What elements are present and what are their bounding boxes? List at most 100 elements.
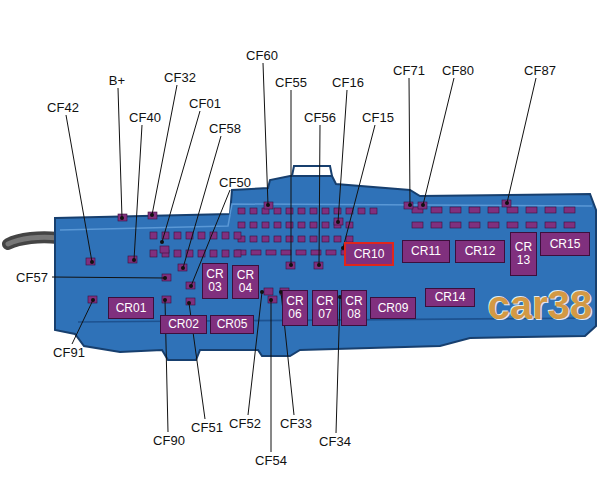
callout-label: CF87	[522, 63, 558, 78]
relay-box: CR14	[425, 288, 475, 307]
fuse-slot	[274, 208, 281, 214]
fuse-slot	[286, 222, 293, 228]
fuse-slot	[310, 208, 317, 214]
relay-label: CR12	[465, 245, 496, 258]
fuse-slot	[431, 222, 442, 228]
relay-box: CR15	[540, 232, 590, 256]
fuse-slot	[334, 236, 341, 242]
callout-label: CF32	[162, 70, 198, 85]
relay-label: CR 06	[283, 295, 307, 320]
callout-label: CF34	[317, 434, 353, 449]
callout-label: CF42	[45, 100, 81, 115]
fuse-slot	[358, 208, 365, 214]
fuse-slot	[274, 236, 281, 242]
callout-label: CF80	[440, 63, 476, 78]
relay-label: CR 04	[233, 269, 258, 294]
callout-label: CF90	[151, 433, 187, 448]
relay-box: CR05	[210, 315, 254, 334]
callout-label: CF58	[207, 121, 243, 136]
fuse-slot	[262, 222, 269, 228]
fuse-slot	[222, 250, 229, 257]
fuse-slot	[322, 208, 329, 214]
fuse-slot	[162, 274, 171, 281]
relay-label: CR09	[378, 302, 409, 315]
fuse-slot	[251, 250, 261, 255]
callout-label: CF40	[127, 110, 163, 125]
fuse-slot	[404, 202, 413, 209]
fuse-slot	[286, 236, 293, 242]
fuse-slot	[150, 250, 157, 257]
fuse-slot	[526, 207, 537, 213]
relay-label: CR14	[435, 291, 466, 304]
fuse-slot	[502, 200, 511, 207]
fuse-slot	[274, 222, 281, 228]
fuse-slot	[262, 236, 269, 242]
relay-label: CR05	[217, 318, 248, 331]
fuse-slot	[564, 222, 575, 228]
fuse-slot	[178, 264, 187, 271]
fuse-slot	[334, 208, 341, 214]
callout-label: CF71	[391, 63, 427, 78]
fuse-slot	[469, 207, 480, 213]
relay-label: CR15	[550, 238, 581, 251]
callout-label: CF52	[227, 416, 263, 431]
callout-label: CF51	[189, 420, 225, 435]
fuse-slot	[545, 207, 556, 213]
fuse-slot	[238, 222, 245, 228]
fuse-slot	[174, 250, 181, 257]
fuse-slot	[412, 222, 423, 228]
fuse-slot	[286, 208, 293, 214]
fuse-slot	[250, 236, 257, 242]
fuse-slot	[281, 250, 291, 255]
fuse-slot	[162, 296, 171, 303]
callout-label: CF57	[14, 270, 50, 285]
callout-label: CF54	[253, 453, 289, 468]
fuse-slot	[564, 207, 575, 213]
relay-label: CR10	[354, 248, 385, 261]
fuse-slot	[545, 222, 556, 228]
fuse-slot	[431, 207, 442, 213]
callout-label: B+	[107, 73, 127, 88]
fuse-slot	[222, 232, 229, 239]
fuse-slot	[264, 288, 273, 295]
fuse-slot	[150, 232, 157, 239]
fuse-slot	[234, 250, 241, 257]
relay-box: CR 04	[232, 265, 259, 299]
relay-box: CR10	[344, 242, 394, 266]
fuse-slot	[314, 262, 323, 269]
relay-box: CR01	[108, 297, 154, 319]
fuse-slot	[450, 207, 461, 213]
relay-label: CR 08	[342, 295, 366, 320]
fuse-slot	[186, 298, 195, 305]
relay-box: CR02	[160, 315, 207, 334]
fuse-slot	[174, 232, 181, 239]
fuse-slot	[160, 246, 169, 253]
fuse-slot	[488, 222, 499, 228]
callout-label: CF91	[51, 345, 87, 360]
callout-label: CF56	[302, 110, 338, 125]
relay-box: CR12	[455, 240, 505, 263]
relay-box: CR 03	[202, 263, 228, 299]
relay-label: CR 03	[203, 268, 227, 293]
fuse-slot	[507, 207, 518, 213]
fuse-slot	[298, 222, 305, 228]
fuse-slot	[298, 236, 305, 242]
callout-label: CF55	[273, 75, 309, 90]
fuse-slot	[322, 236, 329, 242]
fuse-slot	[326, 250, 336, 255]
watermark: car38	[488, 283, 593, 328]
fuse-slot	[296, 250, 306, 255]
relay-label: CR11	[411, 245, 441, 258]
fuse-slot	[370, 208, 377, 214]
callout-label: CF33	[278, 416, 314, 431]
fuse-slot	[210, 250, 217, 257]
fuse-slot	[86, 258, 95, 265]
fuse-slot	[234, 232, 241, 239]
relay-box: CR11	[402, 240, 450, 263]
relay-label: CR01	[116, 302, 147, 315]
fuse-slot	[198, 232, 205, 239]
relay-box: CR 06	[282, 290, 308, 326]
fuse-slot	[488, 207, 499, 213]
fuse-slot	[128, 256, 137, 263]
